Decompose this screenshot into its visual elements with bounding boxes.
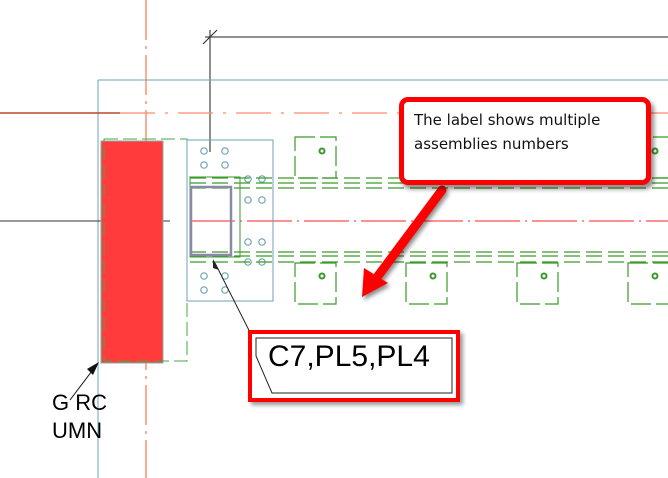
bolt-holes [200, 147, 266, 294]
rc-column[interactable] [100, 140, 164, 364]
column-label-line-2: UMN [52, 418, 103, 443]
column-arrowhead [87, 362, 99, 375]
leader-arrowhead [213, 259, 219, 270]
callout-line-2: assemblies numbers [414, 135, 569, 153]
assembly-label[interactable]: C7,PL5,PL4 [268, 340, 430, 373]
pad-bolts [318, 147, 659, 280]
assembly-label-frame [255, 337, 453, 394]
base-plate[interactable] [186, 139, 274, 302]
column-label-line-1: G RC [52, 390, 107, 415]
callout-box: The label shows multiple assemblies numb… [399, 97, 651, 185]
c7-section[interactable] [189, 185, 233, 257]
callout-line-1: The label shows multiple [414, 111, 601, 129]
annotation-arrow [362, 185, 447, 297]
